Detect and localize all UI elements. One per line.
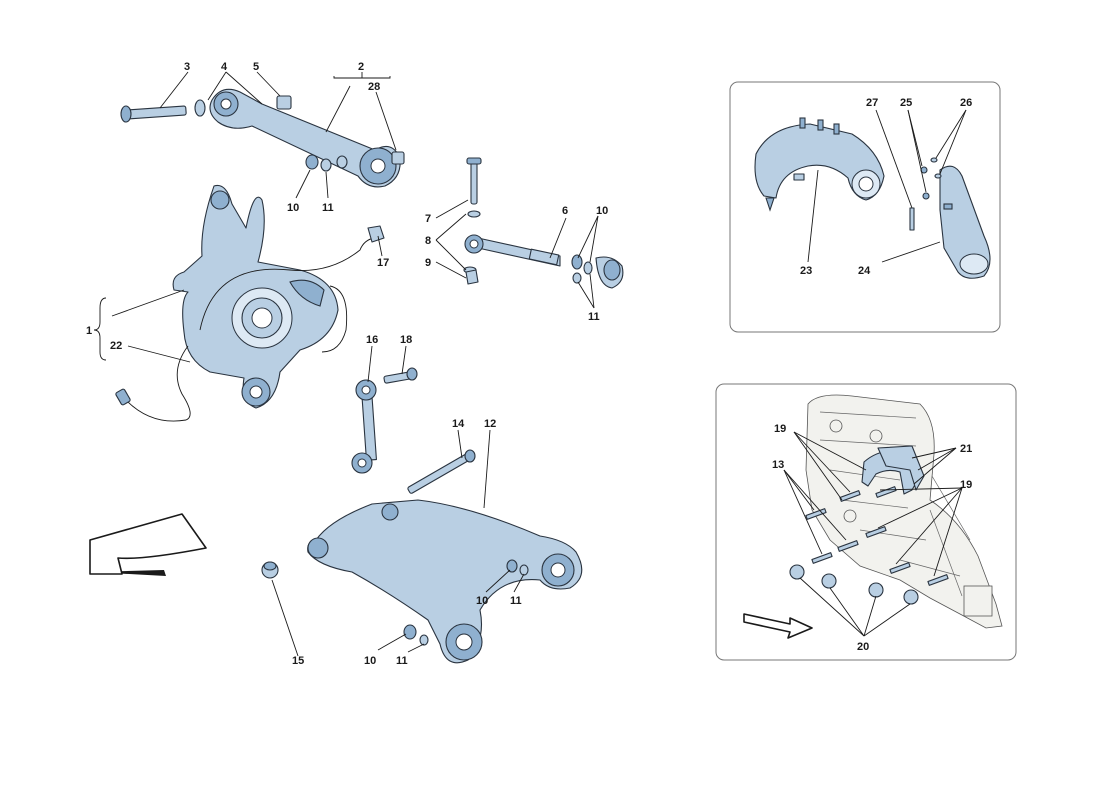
upper-control-arm [120,88,405,188]
callout-14: 14 [452,418,465,430]
callout-5: 5 [253,61,259,73]
washer-4 [194,99,206,117]
callout-21: 21 [960,443,972,455]
callout-1: 1 [86,325,92,337]
lower-wishbone [307,449,583,664]
callout-25: 25 [900,97,912,109]
callout-23: 23 [800,265,812,277]
inset-top [729,81,1001,333]
callout-17: 17 [377,257,389,269]
callout-28: 28 [368,81,380,93]
leader-lines [93,71,967,657]
callout-19: 19 [960,479,972,491]
callout-labels: 3 4 5 2 28 10 11 7 8 9 6 10 11 17 1 22 1… [86,61,972,667]
direction-arrow-icon [743,613,813,639]
nut-5 [276,95,292,110]
callout-15: 15 [292,655,304,667]
callout-26: 26 [960,97,972,109]
stabilizer-link [351,367,418,474]
callout-10: 10 [596,205,608,217]
inset-bottom [715,383,1017,661]
callout-12: 12 [484,418,496,430]
bush-15 [261,561,279,579]
callout-3: 3 [184,61,190,73]
callout-10: 10 [364,655,376,667]
direction-arrow-icon [89,513,207,576]
callout-11: 11 [588,311,600,323]
toe-link [463,157,624,289]
callout-16: 16 [366,334,378,346]
callout-7: 7 [425,213,431,225]
callout-11: 11 [322,202,334,214]
callout-22: 22 [110,340,122,352]
callout-18: 18 [400,334,412,346]
callout-4: 4 [221,61,228,73]
callout-10: 10 [287,202,299,214]
nut-17 [367,225,385,243]
hub-carrier [115,184,375,422]
callout-24: 24 [858,265,871,277]
callout-11: 11 [510,595,522,607]
callout-19: 19 [774,423,786,435]
callout-10: 10 [476,595,488,607]
callout-8: 8 [425,235,431,247]
callout-6: 6 [562,205,568,217]
callout-13: 13 [772,459,784,471]
callout-9: 9 [425,257,431,269]
callout-20: 20 [857,641,869,653]
callout-27: 27 [866,97,878,109]
callout-11: 11 [396,655,408,667]
bolt-3 [120,105,187,123]
callout-2: 2 [358,61,364,73]
